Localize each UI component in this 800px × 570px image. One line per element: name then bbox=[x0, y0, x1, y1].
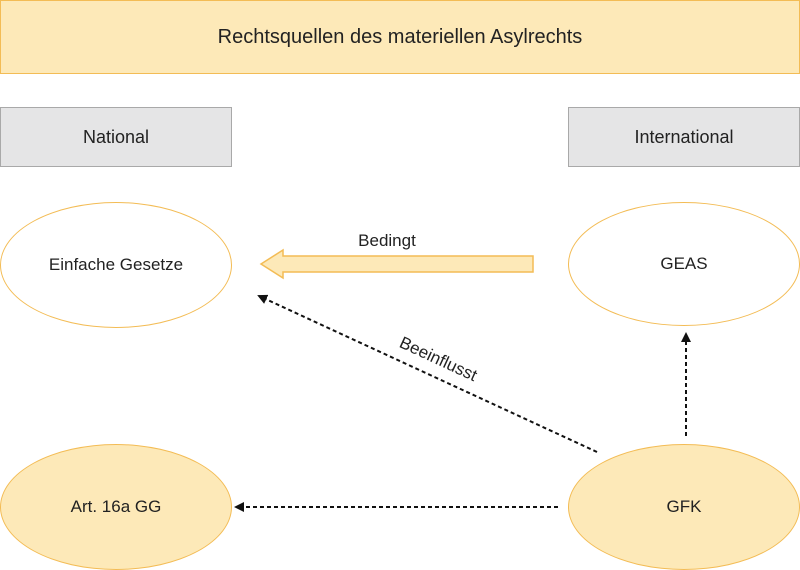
node-art-16a-gg: Art. 16a GG bbox=[0, 444, 232, 570]
node-einfache-gesetze: Einfache Gesetze bbox=[0, 202, 232, 328]
beeinflusst-label: Beeinflusst bbox=[397, 333, 481, 385]
bedingt-arrow bbox=[259, 248, 534, 280]
diagram-title: Rechtsquellen des materiellen Asylrechts bbox=[0, 0, 800, 74]
national-header: National bbox=[0, 107, 232, 167]
node-geas: GEAS bbox=[568, 202, 800, 326]
international-header: International bbox=[568, 107, 800, 167]
node-gfk: GFK bbox=[568, 444, 800, 570]
beeinflusst-arrow bbox=[257, 294, 598, 453]
bedingt-label: Bedingt bbox=[358, 231, 416, 250]
